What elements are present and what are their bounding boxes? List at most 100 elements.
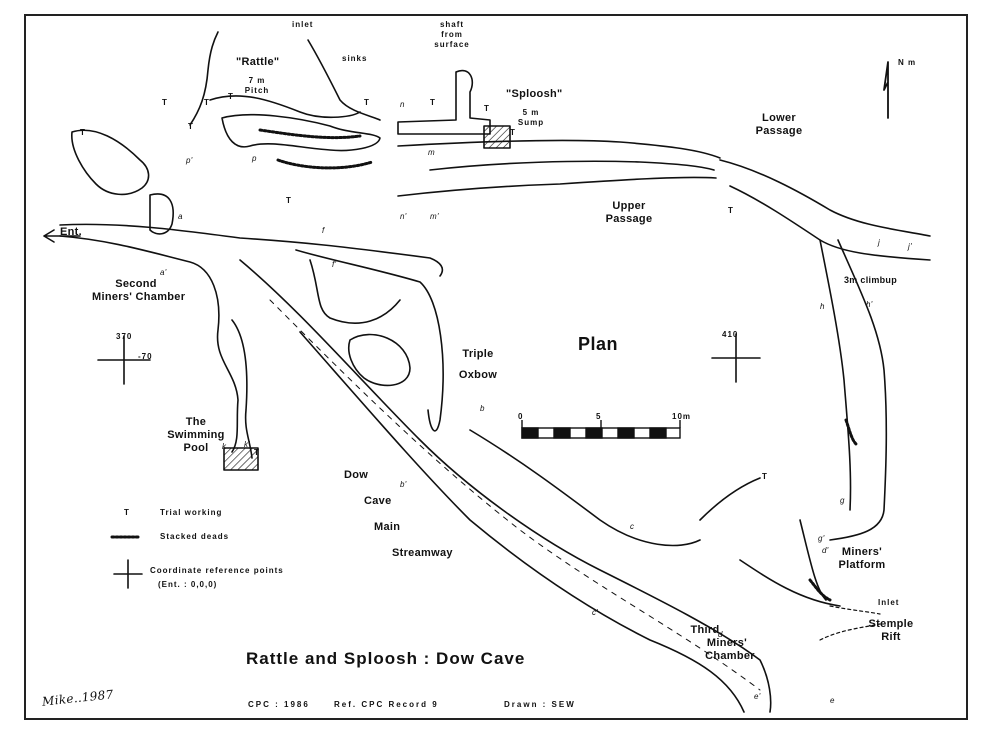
scale-tick-10: 10m [672, 412, 692, 421]
entrance-arrow-icon [43, 229, 81, 243]
triple-oxbow-island [348, 333, 411, 387]
label-rattle: "Rattle" [236, 56, 280, 68]
survey-point-h-prime: h' [866, 300, 873, 309]
trial-marker: T [430, 98, 436, 107]
streamway-south-wall [299, 331, 745, 713]
side-passage-east [699, 477, 761, 521]
survey-point-j-prime: j' [908, 242, 912, 251]
north-arrow-icon [883, 61, 889, 119]
entrance-passage-outline [71, 129, 150, 196]
triple-oxbow-outer [295, 249, 444, 432]
survey-point-n: n [400, 100, 405, 109]
streamway-center [269, 299, 761, 691]
survey-point-j: j [878, 238, 881, 247]
label-north: N m [898, 58, 917, 67]
map-title: Rattle and Sploosh : Dow Cave [246, 649, 526, 668]
deads-upper [276, 158, 374, 170]
legend-coord-cross [113, 559, 143, 589]
upper-passage-top [397, 139, 721, 159]
survey-point-g: g [840, 496, 845, 505]
survey-point-b: b [480, 404, 485, 413]
scale-tick-5: 5 [596, 412, 602, 421]
deads-platform [808, 578, 832, 602]
main-passage-bottom-wall [59, 235, 239, 453]
sploosh-shaft [397, 69, 491, 135]
survey-point-p: p [252, 154, 257, 163]
survey-point-k: k [222, 442, 227, 451]
survey-point-m-prime: m' [430, 212, 439, 221]
trial-marker: T [254, 448, 260, 457]
rattle-passage-2 [209, 95, 361, 119]
lower-passage-top [719, 159, 931, 237]
survey-point-g-prime: g' [818, 534, 825, 543]
rattle-passage [189, 31, 219, 126]
trial-marker: T [762, 472, 768, 481]
survey-point-a: a [178, 212, 183, 221]
side-passage-to-T [469, 429, 701, 547]
footer-drawn: Drawn : SEW [504, 700, 576, 709]
survey-point-c-prime: c' [592, 608, 599, 617]
swimming-pool-passage [231, 319, 253, 459]
legend-coord-sub: (Ent. : 0,0,0) [158, 580, 218, 589]
trial-marker: T [364, 98, 370, 107]
deads-rattle [258, 128, 362, 140]
trial-marker: T [188, 122, 194, 131]
sploosh-sump [483, 125, 511, 149]
legend-deads-label: Stacked deads [160, 532, 230, 541]
survey-point-d: d [718, 630, 723, 639]
coord-cross-left [97, 335, 151, 385]
survey-point-k-prime: k' [244, 440, 251, 449]
label-sinks: sinks [342, 54, 368, 63]
second-chamber-outline [149, 193, 174, 235]
survey-point-e-prime: e' [754, 692, 761, 701]
footer-ref: Ref. CPC Record 9 [334, 700, 439, 709]
label-coord-370: 370 [116, 332, 133, 341]
survey-point-e: e [830, 696, 835, 705]
rattle-chamber [221, 113, 381, 152]
label-inlet-top: inlet [292, 20, 314, 29]
label-climb: 3m climbup [844, 275, 898, 285]
label-inlet-right: Inlet [878, 598, 900, 607]
label-miners-platform: Miners'Platform [838, 546, 886, 571]
streamway-north-wall [239, 259, 772, 713]
oxbow-north-loop [309, 259, 401, 324]
label-plan: Plan [578, 334, 619, 354]
upper-passage-bottom [397, 176, 717, 197]
trial-marker: T [286, 196, 292, 205]
trial-marker: T [484, 104, 490, 113]
inlet-passage [307, 39, 381, 121]
survey-point-d-prime: d' [822, 546, 829, 555]
coord-cross-right [711, 333, 761, 383]
trial-marker: T [728, 206, 734, 215]
stemple-rift-dashes [829, 605, 881, 615]
trial-marker: T [162, 98, 168, 107]
trial-marker: T [204, 98, 210, 107]
scale-bar [521, 420, 681, 439]
legend-coord-label: Coordinate reference points [150, 566, 284, 575]
trial-marker: T [80, 128, 86, 137]
label-coord-minus70: -70 [138, 352, 153, 361]
survey-point-c: c [630, 522, 635, 531]
main-passage-top-wall [59, 223, 444, 277]
survey-point-f: f [322, 226, 325, 235]
survey-point-h: h [820, 302, 825, 311]
label-main-streamway: Dow Cave Main Streamway [344, 469, 453, 559]
legend-trial-symbol: T [124, 508, 130, 517]
survey-point-a-prime: a' [160, 268, 167, 277]
scale-tick-0: 0 [518, 412, 524, 421]
footer-cpc: CPC : 1986 [248, 700, 310, 709]
inlet-dashes [819, 623, 881, 641]
swimming-pool-hatch [223, 447, 259, 471]
